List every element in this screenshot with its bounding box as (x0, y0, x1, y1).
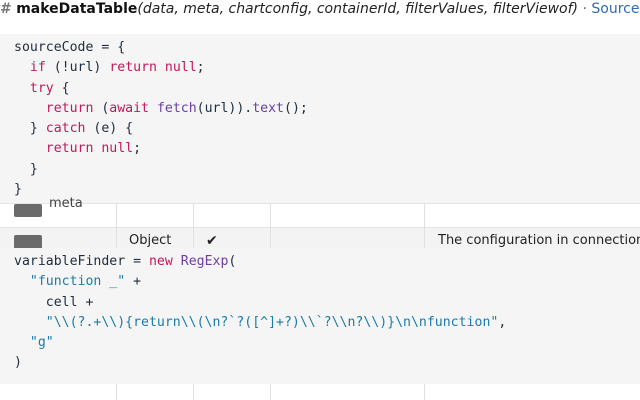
column-divider (193, 384, 194, 400)
code-line: variableFinder = new RegExp( (14, 254, 237, 269)
column-divider (270, 384, 271, 400)
column-divider (116, 384, 117, 400)
parameters-table: meta Object ✔ The configuration in conne… (0, 196, 640, 249)
code-line: "\\(?.+\\){return\\(\n?`?([^]+?)\\`?\\n?… (45, 314, 507, 330)
param-description-cell: The configuration in connection w (438, 233, 640, 248)
code-line: return null; (45, 141, 142, 157)
code-line: sourceCode = { (14, 40, 126, 55)
function-signature-header: # makeDataTable(data, meta, chartconfig,… (0, 0, 640, 24)
function-params: (data, meta, chartconfig, containerId, f… (137, 1, 579, 17)
code-line: if (!url) return null; (29, 60, 205, 76)
code-line: "g" (29, 335, 54, 351)
column-divider (424, 204, 425, 249)
expand-row-button[interactable] (14, 204, 42, 217)
code-line: } (14, 182, 22, 198)
param-type-cell: Object (129, 233, 172, 248)
expand-row-button[interactable] (14, 235, 42, 249)
code-block-source: sourceCode = { if (!url) return null; tr… (0, 34, 640, 203)
column-divider (193, 204, 194, 249)
anchor-hash[interactable]: # (0, 1, 12, 17)
column-divider (116, 204, 117, 249)
code-line: } catch (e) { (14, 121, 134, 137)
table-continuation (0, 384, 640, 400)
row-divider (0, 227, 640, 228)
param-name-cell: meta (49, 196, 83, 211)
table-row (0, 228, 640, 249)
code-line: "function _" + (29, 274, 142, 290)
source-link[interactable]: Source (591, 1, 640, 17)
header-separator: · (582, 1, 587, 17)
column-divider (270, 204, 271, 249)
required-check-icon: ✔ (206, 233, 218, 249)
code-line: } (14, 161, 38, 177)
code-line: ) (14, 355, 22, 371)
code-line: cell + (14, 294, 94, 310)
code-line: return (await fetch(url)).text(); (45, 100, 308, 116)
function-name: makeDataTable (16, 1, 138, 17)
code-block-variable-finder: variableFinder = new RegExp( "function _… (0, 248, 640, 384)
column-divider (424, 384, 425, 400)
code-line: try { (29, 80, 70, 96)
